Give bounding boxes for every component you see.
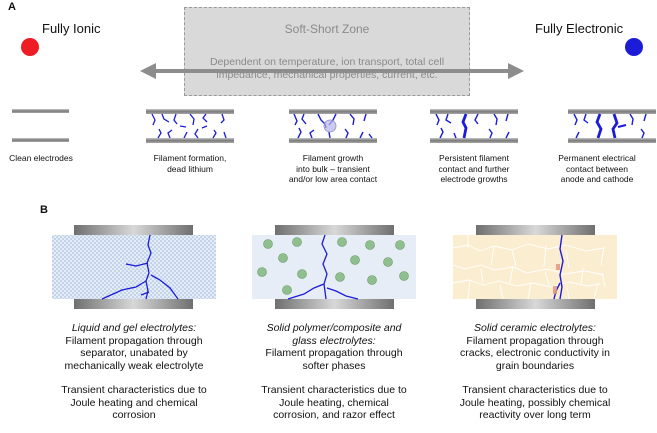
stage-permanent-contact-cell xyxy=(568,109,656,143)
stage-label-line: dead lithium xyxy=(167,163,213,174)
stage-formation-cell xyxy=(146,109,234,143)
fully-ionic-label: Fully Ionic xyxy=(42,21,101,36)
panel-a-letter: A xyxy=(8,1,16,13)
polymer-trans-1: Transient characteristics due to xyxy=(261,384,407,396)
electronic-end-dot xyxy=(625,38,643,56)
stage-label-line: contact and further xyxy=(438,163,510,174)
ceramic-desc-1: Filament propagation through xyxy=(466,334,604,347)
ceramic-trans-3: reactivity over long term xyxy=(479,409,591,421)
stage-label-line: contact between xyxy=(566,163,628,174)
ceramic-caption: Solid ceramic electrolytes: Filament pro… xyxy=(435,322,635,422)
stage-label-line: and/or low area contact xyxy=(288,174,378,184)
zone-note: Dependent on temperature, ion transport,… xyxy=(184,56,470,82)
stage-label-line: Filament growth xyxy=(302,153,364,163)
liquid-trans-2: Joule heating and chemical xyxy=(70,396,198,409)
stage-label-line: anode and cathode xyxy=(560,174,634,184)
ceramic-electrolyte-cell xyxy=(452,225,617,309)
stage-persistent-contact-cell xyxy=(430,109,518,143)
stage-label-bulk-growth: Filament growth into bulk – transient an… xyxy=(273,153,393,185)
ionic-end-dot xyxy=(21,38,39,56)
liquid-caption: Liquid and gel electrolytes: Filament pr… xyxy=(34,322,234,422)
stage-label-permanent-contact: Permanent electrical contact between ano… xyxy=(537,153,657,185)
liquid-desc-2: separator, unabated by xyxy=(80,347,188,359)
zone-title: Soft-Short Zone xyxy=(284,22,370,36)
liquid-title: Liquid and gel electrolytes: xyxy=(71,322,197,334)
stage-bulk-growth-cell xyxy=(289,109,377,143)
liquid-desc-3: mechanically weak electrolyte xyxy=(64,359,204,372)
polymer-trans-3: corrosion, and razor effect xyxy=(273,409,395,421)
zone-note-line-1: Dependent on temperature, ion transport,… xyxy=(209,56,445,68)
liquid-trans-1: Transient characteristics due to xyxy=(61,384,207,396)
double-arrow-icon xyxy=(140,63,524,79)
ceramic-trans-1: Transient characteristics due to xyxy=(462,384,608,396)
liquid-electrolyte-cell xyxy=(52,225,216,309)
ceramic-desc-2: cracks, electronic conductivity in xyxy=(460,347,610,359)
ceramic-desc-3: grain boundaries xyxy=(495,359,575,372)
zone-note-line-2: impedance, mechanical properties, curren… xyxy=(216,69,438,81)
soft-short-zone xyxy=(184,7,470,96)
polymer-title-1: Solid polymer/composite and xyxy=(266,322,402,334)
stage-label-formation: Filament formation, dead lithium xyxy=(130,153,250,174)
polymer-electrolyte-cell xyxy=(252,225,416,309)
fully-electronic-label: Fully Electronic xyxy=(535,21,624,36)
liquid-trans-3: corrosion xyxy=(112,409,156,421)
stage-label-line: Filament formation, xyxy=(153,153,227,163)
ceramic-trans-2: Joule heating, possibly chemical xyxy=(459,396,611,409)
liquid-desc-1: Filament propagation through xyxy=(65,334,203,347)
stage-label-line: Persistent filament xyxy=(439,153,509,163)
polymer-caption: Solid polymer/composite and glass electr… xyxy=(234,322,434,422)
stage-label-line: Clean electrodes xyxy=(9,153,73,163)
contact-point-highlight xyxy=(323,119,337,133)
polymer-desc-2: softer phases xyxy=(302,359,366,372)
stage-label-clean: Clean electrodes xyxy=(0,153,101,164)
stage-label-line: into bulk – transient xyxy=(296,163,370,174)
stage-label-line: electrode growths xyxy=(440,174,508,184)
polymer-title-2: glass electrolytes: xyxy=(292,334,376,347)
stage-label-persistent-contact: Persistent filament contact and further … xyxy=(414,153,534,185)
polymer-desc-1: Filament propagation through xyxy=(265,347,403,359)
stage-label-line: Permanent electrical xyxy=(558,153,636,163)
panel-b-letter: B xyxy=(40,204,48,216)
stage-clean-cell xyxy=(12,109,69,142)
polymer-trans-2: Joule heating, chemical xyxy=(279,396,389,409)
ceramic-title: Solid ceramic electrolytes: xyxy=(474,322,596,334)
